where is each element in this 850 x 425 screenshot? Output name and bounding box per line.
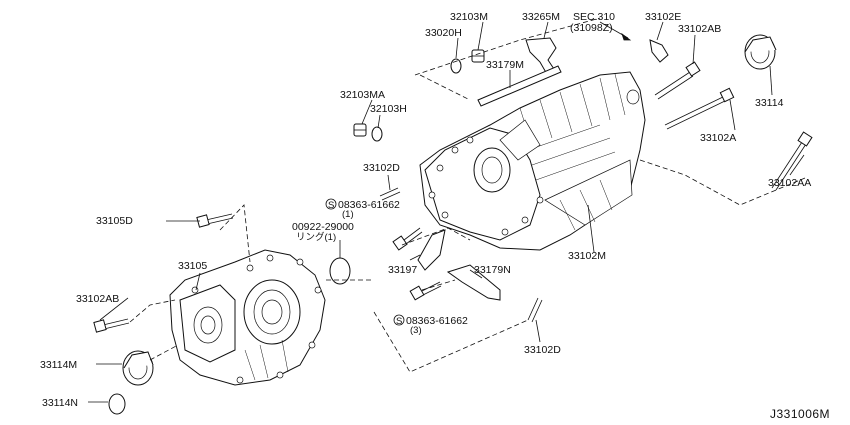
- rear-housing: [169, 249, 326, 386]
- label-33102d-top: 33102D: [363, 162, 400, 174]
- label-sec310: SEC.310: [573, 11, 615, 23]
- bolt-33102ab-left: [93, 318, 130, 333]
- label-33114n: 33114N: [42, 397, 78, 409]
- label-33114m: 33114M: [40, 359, 77, 371]
- label-33265m: 33265M: [522, 11, 560, 23]
- ring-33114n: [108, 393, 126, 415]
- label-32103ma: 32103MA: [340, 89, 385, 101]
- part-labels: 32103M 33265M SEC.310 (31098Z) 33102E 33…: [40, 11, 830, 421]
- plug-32103m: [471, 49, 485, 63]
- label-33114: 33114: [755, 97, 784, 109]
- label-08363-3-qty: (3): [410, 325, 422, 336]
- label-32103h: 32103H: [370, 103, 407, 115]
- bolt-33102a: [664, 87, 735, 130]
- bracket-33179n: [446, 264, 501, 301]
- label-08363-1: 08363-61662: [338, 199, 400, 211]
- label-33102e: 33102E: [645, 11, 681, 23]
- label-33197: 33197: [388, 264, 417, 276]
- label-33105d: 33105D: [96, 215, 133, 227]
- s-symbol-1: S: [328, 200, 334, 211]
- s-symbol-3: S: [396, 316, 402, 327]
- label-00922: 00922-29000: [292, 221, 354, 233]
- label-33105: 33105: [178, 260, 207, 272]
- reference-code: J331006M: [770, 407, 830, 421]
- breather-33102e: [649, 39, 669, 63]
- label-33179n: 33179N: [474, 264, 511, 276]
- bolt-08363-1: [392, 227, 423, 251]
- leader-lines: [88, 21, 805, 403]
- bolt-33102ab-top: [654, 61, 701, 100]
- label-33102ab-left: 33102AB: [76, 293, 119, 305]
- label-sec310-sub: (31098Z): [570, 22, 613, 34]
- washer-32103h: [371, 126, 383, 142]
- stud-33102d-bottom: [527, 297, 543, 323]
- seal-33114m: [122, 350, 154, 386]
- label-33102m: 33102M: [568, 250, 606, 262]
- shim-33197: [417, 229, 446, 271]
- label-32103m: 32103M: [450, 11, 488, 23]
- label-08363-1-qty: (1): [342, 209, 354, 220]
- bolt-33105d: [196, 213, 234, 228]
- transfer-case-housing: [419, 71, 646, 251]
- label-33020h: 33020H: [425, 27, 462, 39]
- label-33102aa: 33102AA: [768, 177, 811, 189]
- label-33102d-bottom: 33102D: [524, 344, 561, 356]
- seal-33114: [744, 34, 777, 70]
- label-33179m: 33179M: [486, 59, 524, 71]
- s-symbol-circle-3: [393, 314, 405, 326]
- plug-32103ma: [353, 123, 367, 137]
- bolt-08363-3: [409, 281, 442, 301]
- dashed-guides: [129, 17, 806, 373]
- label-33102a: 33102A: [700, 132, 736, 144]
- stud-33102d-top: [379, 187, 401, 201]
- bolt-33102aa: [771, 131, 813, 191]
- label-00922-sub: リング(1): [296, 231, 336, 243]
- s-symbol-circle-1: [325, 198, 337, 210]
- strip-33179m: [477, 65, 562, 107]
- label-33102ab-top: 33102AB: [678, 23, 721, 35]
- label-08363-3: 08363-61662: [406, 315, 468, 327]
